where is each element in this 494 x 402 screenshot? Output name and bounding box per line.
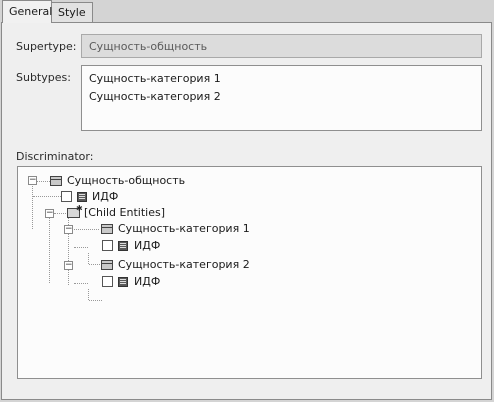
tree-connector: [88, 253, 89, 264]
tab-bar: General Style: [0, 0, 494, 24]
discriminator-label: Discriminator:: [16, 150, 94, 163]
minus-toggle-icon[interactable]: −: [64, 260, 73, 270]
subtypes-list[interactable]: Сущность-категория 1 Сущность-категория …: [81, 65, 482, 131]
attribute-checkbox[interactable]: [102, 240, 113, 251]
tab-general[interactable]: General: [2, 0, 52, 23]
minus-toggle-icon[interactable]: −: [28, 175, 37, 185]
entity-table-icon: [101, 224, 113, 234]
tab-style[interactable]: Style: [51, 2, 93, 22]
attribute-checkbox[interactable]: [102, 276, 113, 287]
child-entities-icon: [67, 201, 83, 218]
tree-connector: [32, 186, 33, 229]
supertype-field: Сущность-общность: [81, 34, 482, 58]
tree-node-label: ИДФ: [134, 275, 161, 288]
tree-connector: [49, 218, 50, 283]
tree-connector: [74, 247, 88, 248]
tree-connector: [89, 300, 102, 301]
list-item[interactable]: Сущность-категория 2: [89, 90, 221, 103]
supertype-label: Supertype:: [16, 40, 77, 53]
tree-node-label: ИДФ: [92, 190, 119, 203]
subtypes-label: Subtypes:: [16, 71, 71, 84]
tree-connector: [74, 283, 88, 284]
general-panel: Supertype: Сущность-общность Subtypes: С…: [1, 22, 492, 400]
tree-connector: [33, 196, 61, 197]
attribute-icon: [118, 277, 128, 287]
tree-node-label: [Child Entities]: [84, 206, 165, 219]
minus-toggle-icon[interactable]: −: [45, 208, 54, 218]
tree-connector: [89, 264, 102, 265]
minus-toggle-icon[interactable]: −: [64, 224, 73, 234]
tree-node-label: Сущность-категория 2: [118, 258, 250, 271]
tree-connector: [68, 218, 69, 285]
tree-connector: [37, 181, 50, 182]
tree-node-label: Сущность-категория 1: [118, 222, 250, 235]
tree-node-label: ИДФ: [134, 239, 161, 252]
attribute-icon: [118, 241, 128, 251]
tree-connector: [71, 229, 99, 230]
tree-connector: [54, 213, 66, 214]
tree-node-label: Сущность-общность: [67, 174, 186, 187]
list-item[interactable]: Сущность-категория 1: [89, 72, 221, 85]
tree-connector: [88, 289, 89, 300]
entity-table-icon: [101, 260, 113, 270]
discriminator-tree[interactable]: − Сущность-общность ИДФ − [Child Entitie…: [17, 166, 482, 379]
entity-table-icon: [50, 176, 62, 186]
attribute-checkbox[interactable]: [61, 191, 72, 202]
